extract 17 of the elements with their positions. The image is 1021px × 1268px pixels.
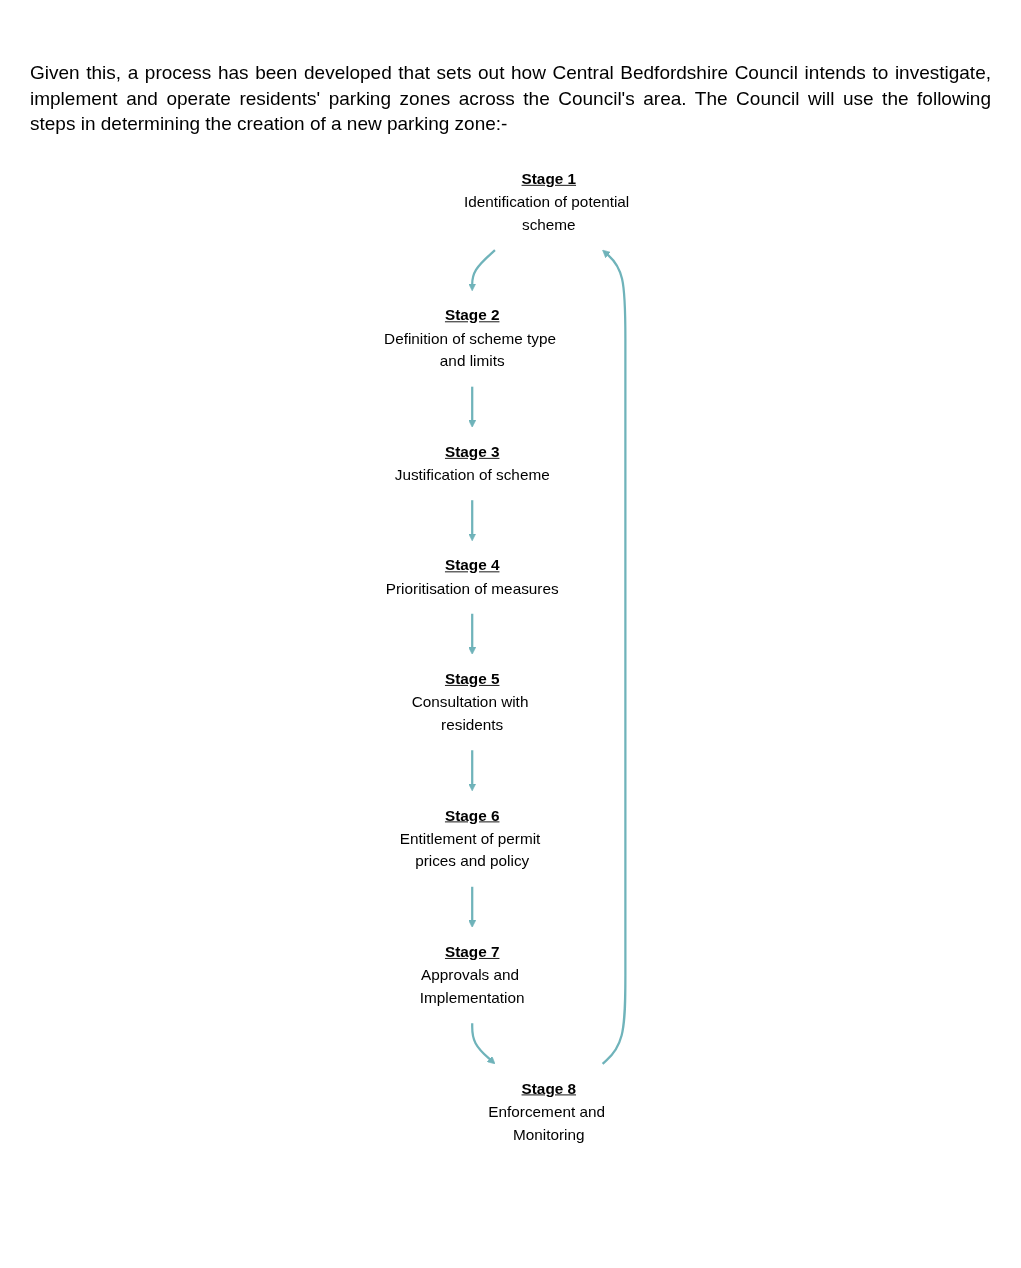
arrow [468,249,496,291]
node-text: Stage 4 Prioritisation of measures [385,556,559,597]
node-text: Stage 1 Identification of potential scheme [464,170,630,234]
node-text: Stage 7 Approvals and Implementation [419,943,525,1007]
node-text: Stage 2 Definition of scheme type and limits [384,306,557,370]
node-text: Stage 6 Entitlement of permit prices and policy [399,806,541,871]
node-text: Stage 5 Consultation with residents [411,670,529,734]
arrow [468,886,477,928]
arrow [468,750,477,792]
node-text: Stage 3 Justification of scheme [394,443,550,484]
arrow [468,500,477,542]
arrow [601,249,627,1065]
intro-paragraph: Given this, a process has been developed that sets out how Central Bedfordshire Council intends to investigate, implement and operate residents' parking zones across the Council's area. The Council will use the following steps in determining the creation of a new parking zone:- [30,61,991,137]
arrow [468,386,477,428]
node-text: Stage 8 Enforcement and Monitoring [488,1079,605,1144]
arrow [471,1023,496,1065]
arrow [468,613,477,655]
